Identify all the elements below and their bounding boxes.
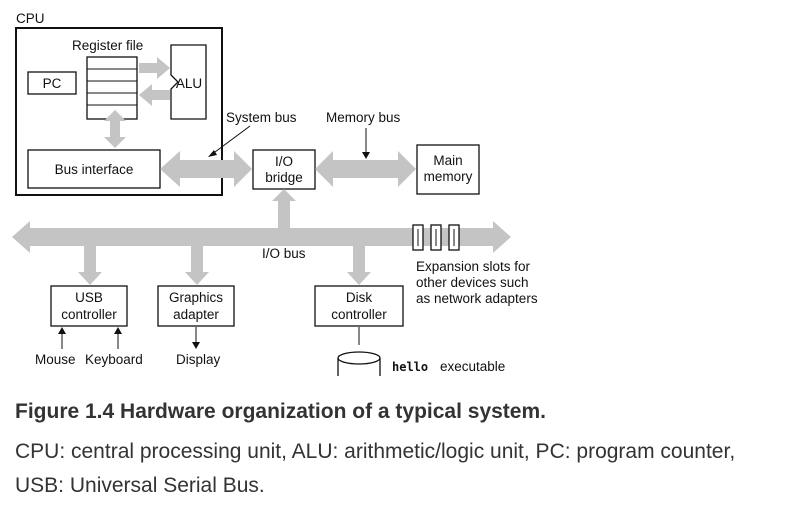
mouse-arrow-head [58,327,66,334]
pc-label: PC [43,76,62,91]
io-bus-label: I/O bus [262,246,306,261]
keyboard-arrow-head [114,327,122,334]
memory-bus [315,151,416,187]
register-file-label: Register file [72,38,143,53]
keyboard-label: Keyboard [85,352,143,367]
hello-label: hello [392,360,428,374]
executable-label: executable [440,359,505,374]
io-bus-to-graphics [185,246,209,285]
disk-label-line2: controller [331,307,387,322]
usb-label-line1: USB [75,290,103,305]
disk-icon [337,351,381,376]
expansion-slots [412,224,460,251]
display-label: Display [176,352,221,367]
bridge-io-bus-link [272,189,296,228]
system-bus [160,151,252,187]
display-arrow-head [192,342,200,349]
system-bus-pointer [210,125,251,156]
usb-controller-box [50,285,128,327]
expansion-label-line2: other devices such [416,275,529,290]
figure-caption-text: CPU: central processing unit, ALU: arith… [15,440,736,497]
alu-to-reg-arrow [139,84,170,106]
alu-label: ALU [176,76,202,91]
main-memory-box [416,144,480,195]
register-file [86,56,138,120]
graphics-label-line2: adapter [173,307,219,322]
hardware-organization-diagram: CPU Register file PC ALU Bus interface S… [12,11,538,376]
io-bridge-box [252,149,316,190]
reg-bus-interface-arrow [104,110,126,148]
bus-interface-box [27,149,161,189]
mouse-label: Mouse [35,352,76,367]
expansion-label-line1: Expansion slots for [416,259,531,274]
cpu-label: CPU [16,11,45,26]
main-memory-label-line1: Main [433,153,462,168]
io-bridge-label-line2: bridge [265,170,303,185]
pc-box [27,71,77,95]
bus-interface-label: Bus interface [55,162,134,177]
io-bus-to-disk [347,246,371,285]
alu-box [170,44,207,120]
memory-bus-pointer-head [362,152,370,159]
disk-label-line1: Disk [346,290,372,305]
io-bus [12,221,511,253]
io-bridge-label-line1: I/O [275,154,293,169]
memory-bus-label: Memory bus [326,110,401,125]
expansion-label-line3: as network adapters [416,291,538,306]
usb-label-line2: controller [61,307,117,322]
disk-controller-box [314,285,404,327]
reg-to-alu-arrow [139,57,170,79]
main-memory-label-line2: memory [424,169,473,184]
figure-caption-title: Figure 1.4 Hardware organization of a ty… [15,400,546,423]
io-bus-to-usb [78,246,102,285]
graphics-adapter-box [157,285,235,327]
system-bus-pointer-head [208,150,217,157]
graphics-label-line1: Graphics [169,290,223,305]
system-bus-label: System bus [226,110,297,125]
cpu-box [15,27,223,196]
